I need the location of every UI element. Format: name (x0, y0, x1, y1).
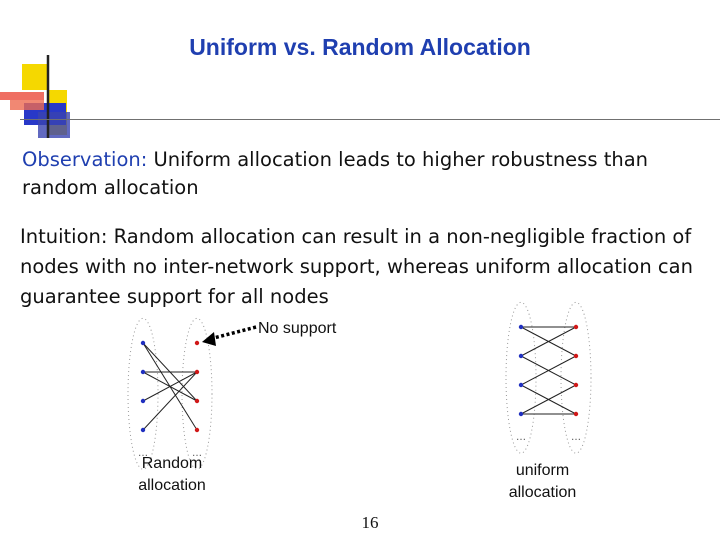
page-number: 16 (340, 513, 400, 533)
random-allocation-caption: Random allocation (122, 453, 222, 497)
uniform-allocation-caption: uniform allocation (495, 460, 590, 504)
uniform-ellipsis: … (571, 432, 581, 443)
random-left-node (141, 370, 145, 374)
uniform-allocation-diagram: …… (506, 302, 591, 453)
no-support-arrow (202, 327, 256, 346)
random-allocation-diagram: …… (128, 318, 212, 469)
uniform-left-node (519, 383, 523, 387)
uniform-right-node (574, 325, 578, 329)
uniform-left-node (519, 354, 523, 358)
uniform-right-node (574, 354, 578, 358)
random-right-node (195, 399, 199, 403)
random-left-node (141, 399, 145, 403)
random-right-node (195, 341, 199, 345)
uniform-ellipsis: … (516, 432, 526, 443)
uniform-right-node (574, 412, 578, 416)
no-support-label: No support (258, 318, 336, 340)
random-left-node (141, 341, 145, 345)
random-edge (143, 372, 197, 430)
random-left-node (141, 428, 145, 432)
random-right-node (195, 428, 199, 432)
uniform-left-node (519, 325, 523, 329)
random-right-node (195, 370, 199, 374)
uniform-left-node (519, 412, 523, 416)
uniform-right-node (574, 383, 578, 387)
